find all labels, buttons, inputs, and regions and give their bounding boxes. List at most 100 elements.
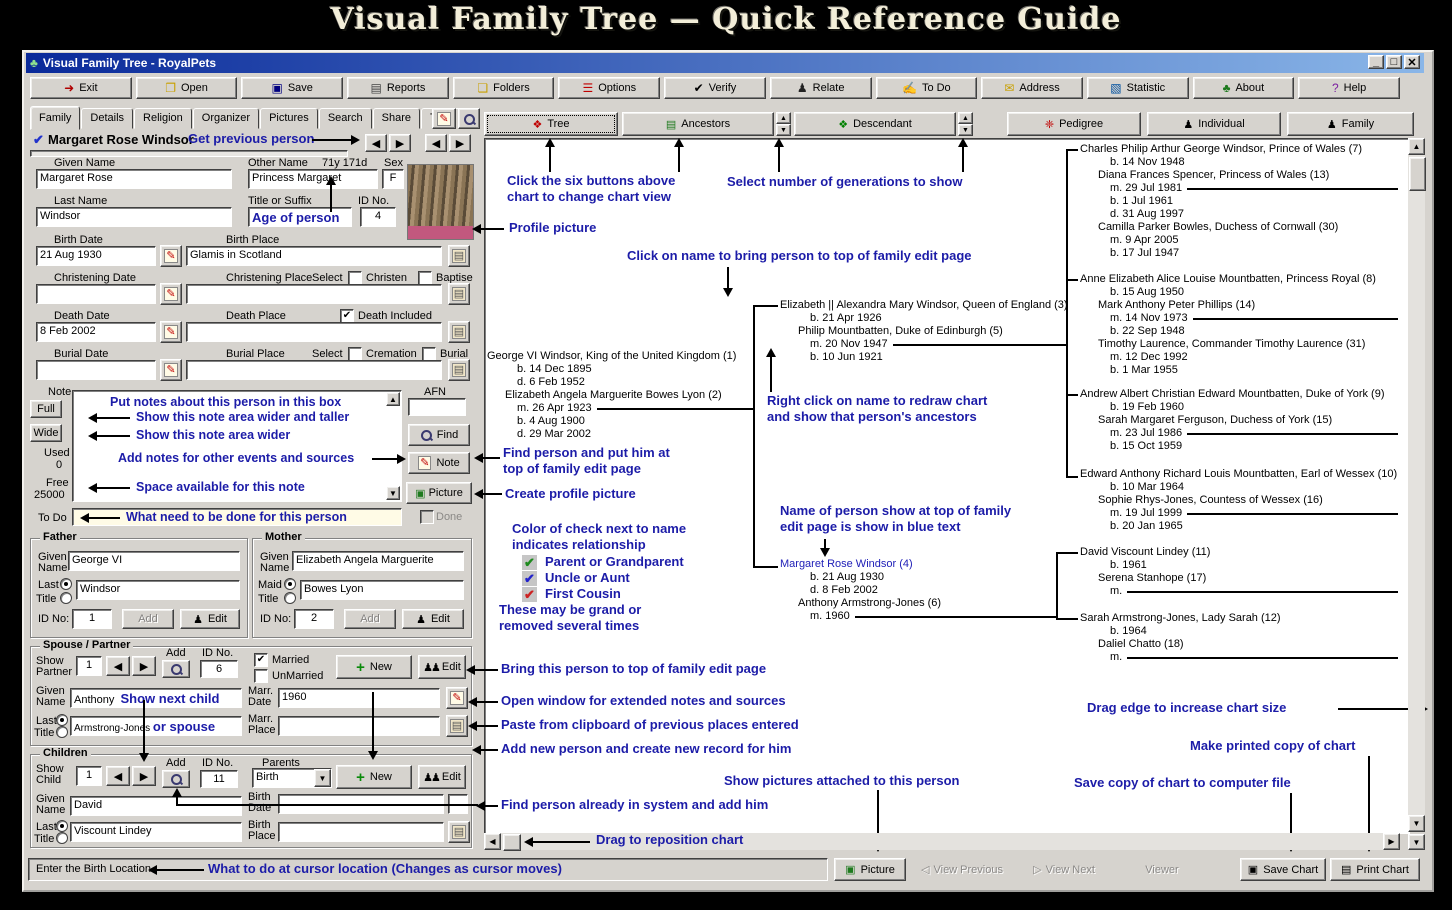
birth-place-field[interactable]: Glamis in Scotland (186, 246, 442, 266)
child-show-field[interactable]: 1 (76, 766, 102, 786)
burial-place-paste-button[interactable]: ▤ (448, 359, 470, 381)
statistic-button[interactable]: ▧Statistic (1086, 77, 1189, 99)
previous-person-button[interactable]: ◀ (365, 134, 387, 152)
spouse-show-field[interactable]: 1 (76, 656, 102, 676)
view-previous-button[interactable]: ◁View Previous (921, 863, 1003, 877)
scroll-left-button[interactable]: ◀ (484, 833, 501, 850)
view-next-button[interactable]: ▷View Next (1033, 863, 1095, 877)
spouse-title-radio[interactable] (56, 726, 68, 738)
tree-person-name[interactable]: Camilla Parker Bowles, Duchess of Cornwa… (1098, 221, 1339, 233)
christening-date-field[interactable] (36, 284, 156, 304)
spouse-next-button[interactable]: ▶ (132, 656, 156, 676)
tree-person-name-selected[interactable]: Margaret Rose Windsor (4) (780, 558, 913, 570)
spouse-id-field[interactable]: 6 (200, 660, 238, 678)
child-last-radio[interactable] (56, 820, 68, 832)
mother-edit-button[interactable]: ♟Edit (402, 609, 464, 629)
descendant-generations-up[interactable]: ▲ (958, 112, 973, 124)
father-add-button[interactable]: Add (122, 609, 174, 629)
title-suffix-field[interactable]: Age of person (248, 207, 352, 227)
options-button[interactable]: ☰Options (558, 77, 661, 99)
child-prev-button[interactable]: ◀ (106, 766, 130, 786)
christen-checkbox[interactable] (348, 271, 362, 285)
folders-button[interactable]: ❏Folders (452, 77, 555, 99)
print-chart-button[interactable]: ▤Print Chart (1330, 858, 1420, 881)
horizontal-scroll-thumb[interactable] (503, 834, 521, 851)
note-full-button[interactable]: Full (30, 400, 62, 418)
child-id-field[interactable]: 11 (200, 770, 238, 788)
note-textarea[interactable] (72, 390, 402, 502)
spouse-given-field[interactable]: Anthony Show next child (70, 688, 242, 708)
chart-view-tree-button[interactable]: ❖Tree (484, 112, 618, 136)
parents-dropdown-arrow[interactable]: ▼ (314, 769, 331, 787)
spouse-last-radio[interactable] (56, 714, 68, 726)
search-person-button[interactable] (458, 108, 480, 129)
todo-button[interactable]: ✍To Do (875, 77, 978, 99)
death-included-checkbox[interactable] (340, 309, 354, 323)
mother-maiden-field[interactable]: Bowes Lyon (300, 580, 464, 600)
tree-person-name[interactable]: Sophie Rhys-Jones, Countess of Wessex (1… (1098, 494, 1323, 506)
tree-person-name[interactable]: Andrew Albert Christian Edward Mountbatt… (1080, 388, 1385, 400)
previous-page-button[interactable]: ◀ (425, 134, 447, 152)
done-checkbox[interactable] (420, 510, 434, 524)
spouse-add-find-button[interactable] (162, 660, 190, 678)
window-titlebar[interactable]: ♣ Visual Family Tree - RoyalPets _ □ ✕ (26, 53, 1424, 73)
burial-place-field[interactable] (186, 360, 442, 380)
family-tree-chart[interactable] (484, 138, 1410, 834)
mother-title-radio[interactable] (284, 592, 296, 604)
chart-horizontal-scrollbar[interactable] (484, 833, 1400, 850)
baptise-checkbox[interactable] (418, 271, 432, 285)
save-chart-button[interactable]: ▣Save Chart (1240, 858, 1326, 881)
child-new-button[interactable]: +New (336, 765, 412, 789)
ancestors-generations-down[interactable]: ▼ (776, 124, 791, 136)
spouse-prev-button[interactable]: ◀ (106, 656, 130, 676)
death-place-paste-button[interactable]: ▤ (448, 321, 470, 343)
marr-place-paste-button[interactable]: ▤ (446, 715, 468, 737)
tree-person-name[interactable]: Sarah Margaret Ferguson, Duchess of York… (1098, 414, 1333, 426)
christening-place-field[interactable] (186, 284, 442, 304)
next-page-button[interactable]: ▶ (449, 134, 471, 152)
tree-person-name[interactable]: Anthony Armstrong-Jones (6) (798, 597, 942, 609)
tree-person-name[interactable]: George VI Windsor, King of the United Ki… (487, 350, 737, 362)
last-name-field[interactable]: Windsor (36, 207, 232, 227)
tree-person-name[interactable]: Elizabeth Angela Marguerite Bowes Lyon (… (505, 389, 722, 401)
tree-person-name[interactable]: Mark Anthony Peter Phillips (14) (1098, 299, 1256, 311)
chart-view-pedigree-button[interactable]: ❈Pedigree (1007, 112, 1141, 136)
child-add-find-button[interactable] (162, 770, 190, 788)
marr-note-button[interactable]: ✎ (446, 687, 468, 709)
tab-organizer[interactable]: Organizer (192, 108, 260, 129)
afn-field[interactable] (408, 398, 466, 416)
birth-place-paste-button[interactable]: ▤ (448, 245, 470, 267)
tree-person-name[interactable]: Elizabeth || Alexandra Mary Windsor, Que… (780, 299, 1068, 311)
scroll-corner-down-button[interactable]: ▼ (1408, 834, 1425, 850)
note-scroll-down[interactable]: ▼ (386, 486, 400, 500)
tree-person-name[interactable]: Daliel Chatto (18) (1098, 638, 1184, 650)
todo-field[interactable] (72, 508, 402, 526)
minimize-button[interactable]: _ (1368, 55, 1384, 69)
child-edit-button[interactable]: ♟♟Edit (418, 765, 466, 789)
tree-person-name[interactable]: Sarah Armstrong-Jones, Lady Sarah (12) (1080, 612, 1281, 624)
note-window-button[interactable]: ✎Note (408, 452, 470, 474)
ancestors-generations-up[interactable]: ▲ (776, 112, 791, 124)
tree-person-name[interactable]: Edward Anthony Richard Louis Mountbatten… (1080, 468, 1398, 480)
reports-button[interactable]: ▤Reports (347, 77, 449, 99)
child-next-button[interactable]: ▶ (132, 766, 156, 786)
child-place-paste-button[interactable]: ▤ (448, 821, 470, 843)
father-edit-button[interactable]: ♟Edit (180, 609, 240, 629)
unmarried-checkbox[interactable] (254, 669, 268, 683)
married-checkbox[interactable] (254, 653, 268, 667)
tab-religion[interactable]: Religion (134, 108, 192, 129)
spouse-last-field[interactable]: Armstrong-Jones or spouse (70, 716, 242, 736)
id-field[interactable]: 4 (360, 207, 396, 227)
scroll-right-button[interactable]: ▶ (1383, 833, 1400, 850)
scroll-down-button[interactable]: ▼ (1408, 815, 1425, 832)
mother-id-field[interactable]: 2 (294, 609, 334, 629)
picture-bottom-button[interactable]: ▣Picture (834, 858, 906, 881)
note-scroll-up[interactable]: ▲ (386, 392, 400, 406)
tab-pictures[interactable]: Pictures (260, 108, 318, 129)
tree-person-name[interactable]: Anne Elizabeth Alice Louise Mountbatten,… (1080, 273, 1376, 285)
create-picture-button[interactable]: ▣Picture (406, 482, 472, 504)
christening-place-paste-button[interactable]: ▤ (448, 283, 470, 305)
father-last-field[interactable]: Windsor (76, 580, 240, 600)
father-given-field[interactable]: George VI (68, 551, 240, 571)
tree-person-name[interactable]: Diana Frances Spencer, Princess of Wales… (1098, 169, 1330, 181)
